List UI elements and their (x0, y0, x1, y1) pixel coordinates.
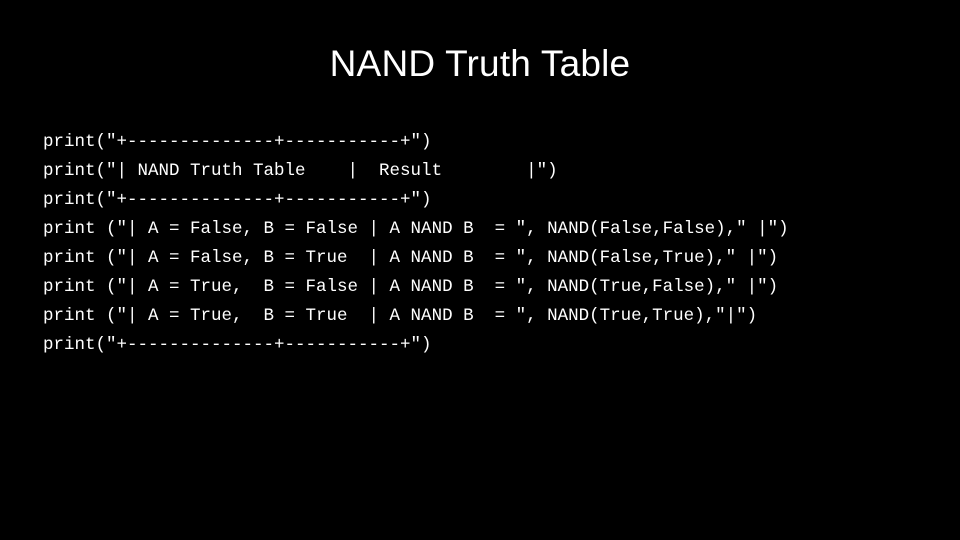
code-line-8: print("+--------------+-----------+") (43, 335, 432, 355)
code-line-7: print ("| A = True, B = True | A NAND B … (43, 306, 758, 326)
code-line-2: print("| NAND Truth Table | Result |") (43, 161, 558, 181)
code-line-6: print ("| A = True, B = False | A NAND B… (43, 277, 779, 297)
code-line-3: print("+--------------+-----------+") (43, 190, 432, 210)
code-line-5: print ("| A = False, B = True | A NAND B… (43, 248, 779, 268)
page-title: NAND Truth Table (329, 43, 631, 84)
code-block: print("+--------------+-----------+") pr… (43, 128, 943, 360)
code-line-4: print ("| A = False, B = False | A NAND … (43, 219, 789, 239)
code-line-1: print("+--------------+-----------+") (43, 132, 432, 152)
